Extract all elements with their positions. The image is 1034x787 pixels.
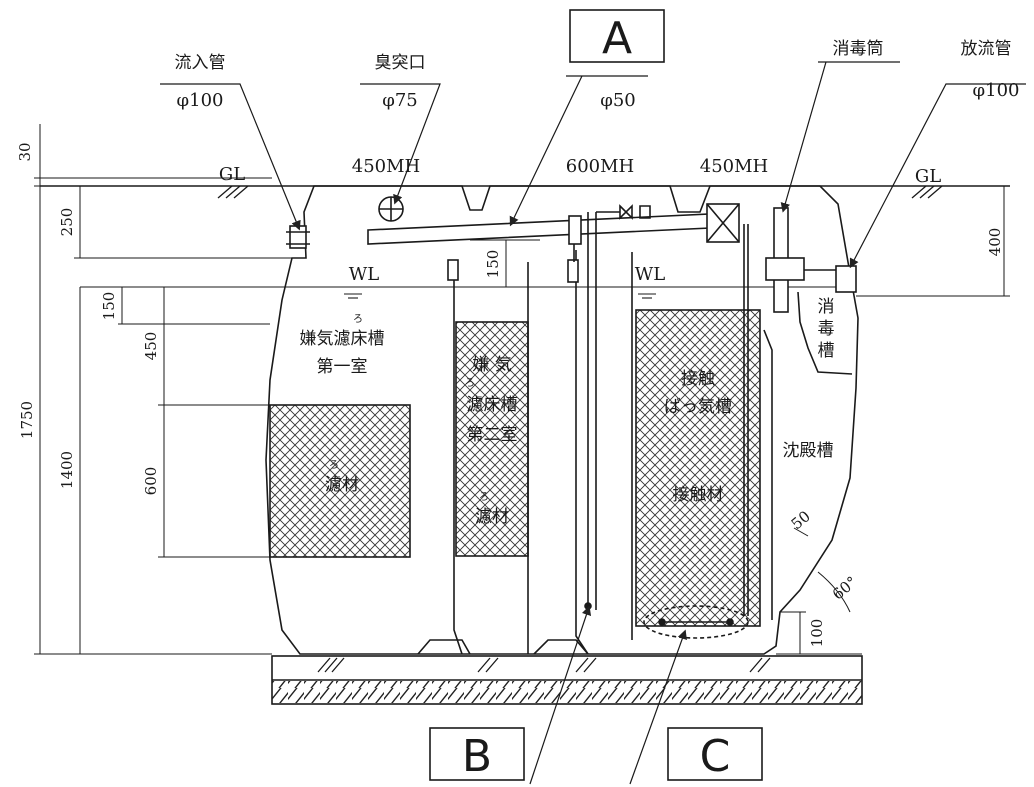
wl-left: WL: [349, 264, 380, 285]
dim-450: 450: [142, 332, 160, 361]
base-slab: [271, 655, 863, 705]
dim-600: 600: [142, 467, 160, 496]
dim-150-mid: 150: [484, 250, 502, 279]
dim-1750: 1750: [18, 401, 36, 439]
outflow-pipe: [835, 265, 857, 293]
callout-b: B: [462, 731, 492, 782]
angle-60: 60°: [829, 573, 861, 604]
callout-a: A: [602, 13, 632, 64]
chamber-2-line3: 第二室: [467, 425, 518, 445]
mount-mid: [533, 639, 589, 655]
dim-250: 250: [58, 208, 76, 237]
partition-settling: [763, 329, 773, 620]
dim-50: 50: [788, 507, 814, 533]
callout-c: C: [700, 731, 731, 782]
partition-1: [453, 262, 463, 655]
chamber-2-line2: 濾床槽: [467, 395, 518, 415]
disinfect-tank-wall: [797, 291, 853, 375]
gl-left: GL: [219, 164, 245, 185]
dim-150-left: 150: [100, 292, 118, 321]
leader-outflow: [849, 83, 1026, 269]
chamber-3-line1: 接触: [681, 369, 715, 389]
ruby-ch2: ろ: [465, 378, 475, 389]
dim-30: 30: [16, 142, 34, 161]
inflow-label: 流入管: [175, 53, 226, 73]
airlift-pipe: [743, 224, 749, 616]
air-size: φ50: [600, 90, 636, 111]
contact-media: [635, 309, 761, 627]
ground-symbol-right: [911, 185, 943, 199]
diffuser: [643, 605, 749, 639]
outflow-label: 放流管: [961, 39, 1012, 59]
chamber-1-line2: 第一室: [317, 357, 368, 377]
air-riser: [587, 211, 620, 612]
leader-inflow: [160, 83, 301, 231]
outflow-size: φ100: [973, 80, 1020, 101]
disinfect-cylinder-label: 消毒筒: [833, 39, 884, 59]
leader-b: [529, 605, 592, 785]
disinfect-tank-2: 毒: [818, 319, 835, 339]
manhole-450-right: 450MH: [700, 156, 768, 177]
partition-3: [575, 250, 589, 655]
dimension-lines: [34, 124, 1010, 655]
leader-disinfect-cyl: [780, 61, 900, 213]
dim-400: 400: [986, 228, 1004, 257]
manhole-600: 600MH: [566, 156, 634, 177]
mount-left: [417, 639, 471, 655]
vent-label: 臭突口: [375, 53, 426, 73]
leader-vent: [360, 83, 441, 205]
inflow-size: φ100: [177, 90, 224, 111]
settling-tank-label: 沈殿槽: [783, 441, 834, 461]
callout-c-box: [667, 727, 763, 781]
chamber-3-media: 接触材: [673, 485, 724, 505]
water-level-symbol-left: [344, 293, 362, 299]
ruby-ch1: ろ: [353, 314, 363, 325]
leader-c: [629, 629, 687, 785]
manhole-450-left: 450MH: [352, 156, 420, 177]
air-valve: [619, 204, 651, 220]
leader-air: [509, 75, 648, 227]
water-level-symbol-right: [638, 293, 656, 299]
chamber-1-line1: 嫌気濾床槽: [300, 329, 385, 349]
ruby-ch1-media: ろ: [329, 460, 339, 471]
chamber-1-media: 濾材: [325, 475, 359, 495]
gl-right: GL: [915, 166, 941, 187]
wl-right: WL: [635, 264, 666, 285]
ground-symbol-left: [217, 185, 249, 199]
filter-media-1: [269, 404, 411, 558]
chamber-2-media: 濾材: [475, 507, 509, 527]
disinfect-tank-1: 消: [818, 297, 835, 317]
chamber-2-line1: 嫌 気: [472, 355, 511, 375]
callout-a-box: [569, 9, 665, 63]
ruby-ch2-media: ろ: [479, 492, 489, 503]
chamber-3-line2: ばっ気槽: [664, 397, 732, 417]
vent-size: φ75: [382, 90, 418, 111]
callout-b-box: [429, 727, 525, 781]
filter-media-2: [455, 321, 529, 557]
dim-100: 100: [808, 619, 826, 648]
disinfect-tank-3: 槽: [818, 341, 835, 361]
dim-1400: 1400: [58, 451, 76, 489]
